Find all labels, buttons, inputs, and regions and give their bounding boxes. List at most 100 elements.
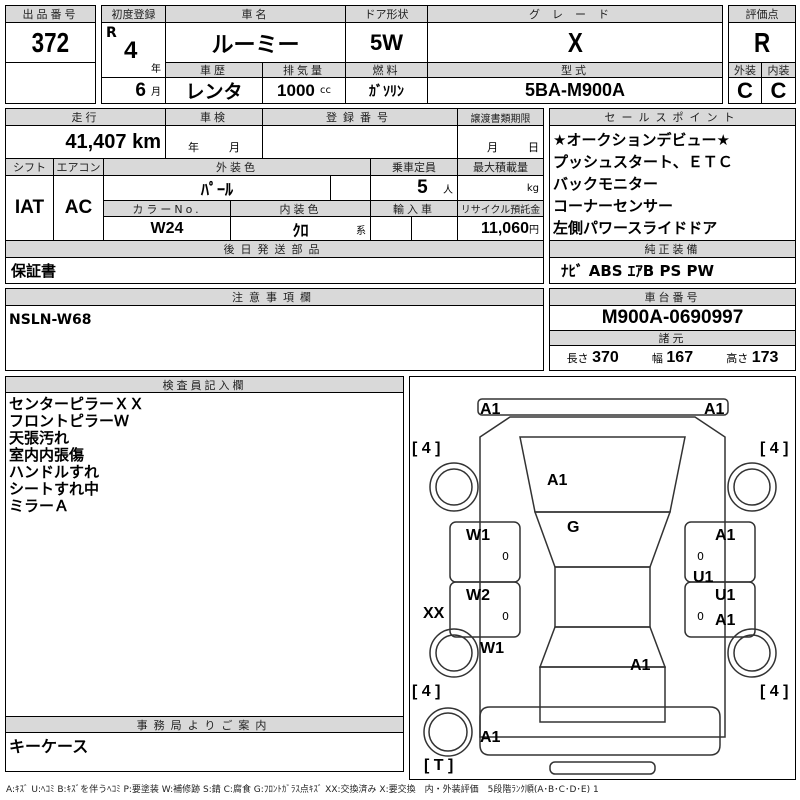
mark-spare: [ T ] — [424, 757, 454, 774]
sales-point: プッシュスタート、ＥＴＣ — [553, 153, 733, 171]
height: 173 — [751, 349, 779, 366]
rear-bumper — [479, 706, 721, 756]
car-name: ルーミー — [211, 31, 300, 57]
spare-tire — [423, 707, 473, 757]
body-outline — [479, 416, 726, 738]
mark-left-rear-door: W2 — [466, 587, 490, 604]
mark-zero: 0 — [697, 610, 704, 623]
inspection-month: 月 — [229, 141, 240, 154]
shift-label: シフト — [5, 158, 54, 176]
damage-diagram: A1 A1 [ 4 ] [ 4 ] [ 4 ] [ 4 ] A1 G W1 W2… — [409, 376, 796, 780]
inspector-note: シートすれ中 — [9, 480, 100, 498]
mark-right-rear-door: A1 — [715, 612, 736, 629]
mark-tire-rr: [ 4 ] — [760, 683, 789, 700]
recycle-fee: 11,060 — [480, 219, 529, 237]
transfer-month: 月 — [487, 141, 498, 154]
mark-zero: 0 — [697, 550, 704, 563]
inspection-label: 車検 — [165, 108, 263, 126]
tire-rear-right — [727, 628, 777, 678]
year-unit: 年 — [151, 64, 161, 75]
color-no-label: カラーNo. — [103, 200, 231, 217]
mileage-label: 走行 — [5, 108, 166, 126]
import-b — [411, 216, 458, 241]
mileage: 41,407 km — [65, 130, 161, 153]
office-notes: キーケース — [5, 732, 404, 772]
equipment: ﾅﾋﾞ ABS ｴｱB PS PW — [561, 262, 715, 280]
mark-rear: A1 — [480, 729, 501, 746]
mark-right-front-door: A1 — [715, 527, 736, 544]
score: R — [753, 26, 771, 58]
tailgate — [539, 666, 666, 723]
int-label: 内装 — [761, 62, 796, 78]
mark-tire-rl: [ 4 ] — [412, 683, 441, 700]
later-parts: 保証書 — [11, 262, 57, 280]
model-code: 5BA-M900A — [524, 80, 626, 100]
mark-zero: 0 — [502, 550, 509, 563]
ext-label: 外装 — [728, 62, 762, 78]
ac: AC — [64, 197, 93, 218]
color-extra — [330, 175, 371, 201]
lot-number: 372 — [31, 26, 70, 58]
mark-left-front-door: W1 — [466, 527, 490, 544]
left-rear-door — [449, 581, 521, 638]
chassis-number: M900A-0690997 — [601, 307, 744, 328]
transfer-day: 日 — [528, 141, 539, 154]
damage-legend: A:ｷｽﾞ U:ﾍｺﾐ B:ｷｽﾞを伴うﾍｺﾐ P:要塗装 W:補修跡 S:錆 … — [6, 785, 599, 795]
capacity-unit: 人 — [443, 184, 453, 196]
length-label: 長さ — [566, 352, 589, 365]
windshield — [533, 511, 672, 568]
car-outline — [423, 398, 777, 775]
later-parts-label: 後日発送部品 — [5, 240, 544, 258]
width-label: 幅 — [651, 352, 663, 365]
displacement: 1000 — [277, 80, 315, 100]
mark-zero: 0 — [502, 610, 509, 623]
inspector-note: 天張汚れ — [9, 429, 70, 447]
lot-label: 出品番号 — [5, 5, 96, 23]
sales-points-list: ★オークションデビュー★ プッシュスタート、ＥＴＣ バックモニター コーナーセン… — [549, 125, 796, 241]
color: ﾊﾟｰﾙ — [200, 182, 233, 199]
mark-front-left: A1 — [480, 401, 501, 418]
first-reg-month: 6 月 — [101, 77, 166, 104]
right-rear-door — [684, 581, 756, 638]
capacity: 5 — [417, 177, 428, 198]
inspector-note: ハンドルすれ — [9, 463, 100, 481]
disp-unit: cc — [319, 85, 331, 96]
score-label: 評価点 — [728, 5, 796, 23]
model-label: 型式 — [427, 62, 723, 78]
shift: IAT — [14, 197, 45, 218]
interior-unit: 系 — [356, 226, 366, 237]
chassis-label: 車台番号 — [549, 288, 796, 306]
capacity-label: 乗車定員 — [370, 158, 458, 176]
load-unit: kg — [526, 182, 539, 194]
notes: NSLN-W68 — [5, 305, 544, 371]
mark-right-rear-door-u: U1 — [715, 587, 736, 604]
ext-score: C — [737, 77, 753, 103]
import-label: 輸入車 — [370, 200, 458, 217]
rear-panel — [549, 761, 656, 775]
int-score: C — [770, 77, 787, 103]
month-unit: 月 — [151, 87, 161, 98]
month: 6 — [135, 79, 146, 101]
sales-point: 左側パワースライドドア — [553, 219, 718, 237]
color-label: 外装色 — [103, 158, 371, 176]
reg-number — [262, 125, 458, 159]
sales-point: コーナーセンサー — [553, 197, 674, 215]
inspector-note: フロントピラーＷ — [9, 412, 130, 430]
recycle-label: リサイクル預託金 — [457, 200, 544, 217]
mark-tire-fl: [ 4 ] — [412, 440, 441, 457]
door-type: 5W — [370, 29, 403, 55]
grade: X — [567, 26, 583, 58]
era: R — [106, 25, 117, 41]
mark-windshield: G — [567, 519, 580, 536]
first-reg-label: 初度登録 — [101, 5, 166, 23]
tire-front-left — [429, 462, 479, 512]
hood — [519, 436, 686, 513]
first-reg-year: R 4 年 — [101, 22, 166, 78]
car-name-label: 車名 — [165, 5, 346, 23]
mark-left-sill: W1 — [480, 640, 504, 657]
inspector-note: ミラーＡ — [9, 497, 70, 515]
displacement-label: 排気量 — [262, 62, 346, 78]
year: 4 — [124, 37, 138, 64]
import-a — [370, 216, 412, 241]
transfer-label: 譲渡書類期限 — [457, 108, 544, 126]
